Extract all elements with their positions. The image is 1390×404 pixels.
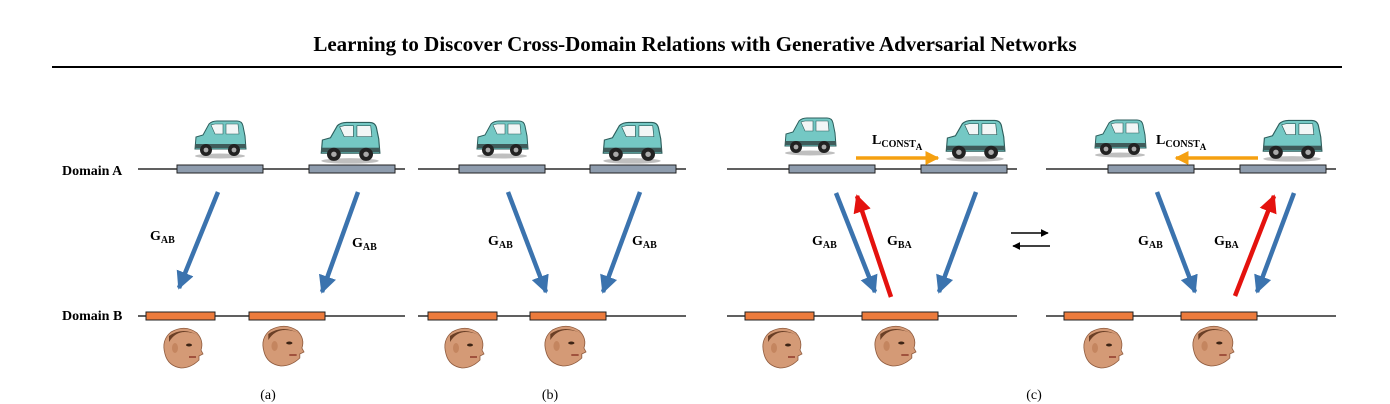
domain-b-bar xyxy=(427,311,498,321)
g-ba-arrow xyxy=(1232,194,1277,297)
l-const-label: LCONSTA xyxy=(872,133,923,152)
domain-b-bar xyxy=(1063,311,1134,321)
caption-b: (b) xyxy=(542,388,559,403)
g-ba-label: GBA xyxy=(1214,234,1240,251)
domain-a-bar xyxy=(920,164,1008,174)
panel-c-right: LCONSTA GAB GBA xyxy=(1046,119,1336,369)
domain-a-bar xyxy=(589,164,677,174)
panel-a: GAB GAB xyxy=(138,120,405,369)
face-icon xyxy=(874,325,917,367)
panel-b: GAB GAB xyxy=(418,120,686,369)
caption-a: (a) xyxy=(260,388,276,403)
g-ab-label: GAB xyxy=(1138,234,1163,251)
car-icon xyxy=(602,121,663,165)
domain-a-bar xyxy=(1107,164,1195,174)
domain-a-bar xyxy=(1239,164,1327,174)
g-ab-label: GAB xyxy=(632,234,657,251)
domain-a-bar xyxy=(788,164,876,174)
figure-title: Learning to Discover Cross-Domain Relati… xyxy=(313,32,1077,56)
g-ab-arrow xyxy=(176,191,221,290)
g-ab-label: GAB xyxy=(352,236,377,253)
g-ab-arrow xyxy=(1154,191,1198,294)
title-rule xyxy=(52,66,1342,68)
face-icon xyxy=(1192,325,1235,367)
g-ba-arrow xyxy=(853,194,894,298)
domain-b-bar xyxy=(529,311,607,321)
g-ab-arrow xyxy=(319,191,361,294)
car-icon xyxy=(1262,119,1323,163)
g-ab-arrow xyxy=(1254,192,1297,294)
domain-a-bar xyxy=(176,164,264,174)
l-const-label: LCONSTA xyxy=(1156,133,1207,152)
face-icon xyxy=(1083,327,1124,369)
g-ab-label: GAB xyxy=(812,234,837,251)
domain-a-bar xyxy=(308,164,396,174)
g-ab-label: GAB xyxy=(488,234,513,251)
face-icon xyxy=(544,325,587,367)
face-icon xyxy=(262,325,305,367)
car-icon xyxy=(1094,119,1147,158)
g-ab-arrow xyxy=(505,191,549,294)
g-ab-arrow xyxy=(936,191,979,294)
car-icon xyxy=(194,120,247,159)
swap-arrows-icon xyxy=(1011,229,1050,250)
domain-b-bar xyxy=(744,311,815,321)
g-ab-arrow xyxy=(833,192,878,294)
car-icon xyxy=(945,119,1006,163)
g-ab-label: GAB xyxy=(150,229,175,246)
domain-b-bar xyxy=(248,311,326,321)
car-icon xyxy=(476,120,529,159)
domain-b-label: Domain B xyxy=(62,309,122,324)
domain-b-bar xyxy=(1180,311,1258,321)
caption-c: (c) xyxy=(1026,388,1042,403)
panel-c-left: LCONSTA GAB GBA xyxy=(727,117,1017,369)
face-icon xyxy=(444,327,485,369)
car-icon xyxy=(320,121,381,165)
domain-b-bar xyxy=(861,311,939,321)
domain-a-label: Domain A xyxy=(62,164,123,179)
domain-a-bar xyxy=(458,164,546,174)
face-icon xyxy=(762,327,803,369)
g-ba-label: GBA xyxy=(887,234,913,251)
g-ab-arrow xyxy=(600,191,643,294)
domain-b-bar xyxy=(145,311,216,321)
car-icon xyxy=(784,117,837,156)
face-icon xyxy=(163,327,204,369)
